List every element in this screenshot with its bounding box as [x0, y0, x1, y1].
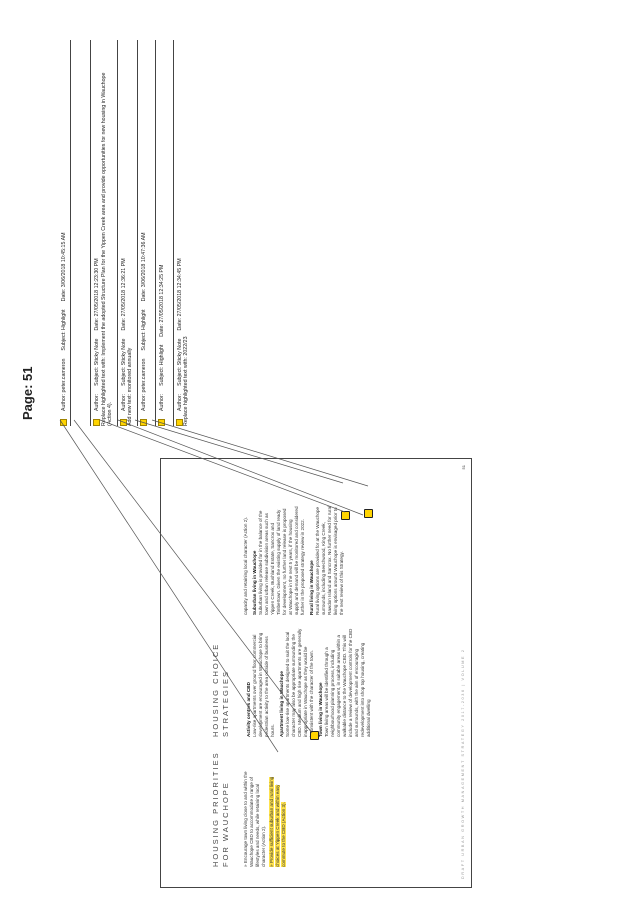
sticky-note-marker-icon [119, 419, 127, 426]
comment-date: Date: 27/05/2018 12:34:25 PM [158, 264, 165, 337]
document-footer: DRAFT URBAN GROWTH MANAGEMENT STRATEGY 2… [461, 648, 465, 879]
highlighted-text: » Provide sufficient suburban and rural … [269, 776, 286, 867]
strategies-column-1: Activity centres and CBD Low-rise apartm… [243, 627, 374, 737]
highlight-marker-icon [60, 419, 67, 426]
document-page: HOUSING PRIORITIES FOR WAUCHOPE HOUSING … [160, 458, 472, 888]
page-title: Page: 51 [20, 366, 35, 420]
paragraph: capacity and retaining local character (… [243, 516, 248, 615]
comment-date: Date: 27/05/2018 12:23:30 PM [94, 258, 101, 331]
comment-row[interactable] [71, 40, 92, 426]
comment-note: Replace highlighted text with: 2022/23 [183, 336, 190, 426]
document-page-content: HOUSING PRIORITIES FOR WAUCHOPE HOUSING … [161, 459, 471, 887]
highlight-marker-icon [157, 419, 165, 426]
comment-author: Author: [158, 393, 165, 411]
strategies-column-2: capacity and retaining local character (… [243, 505, 347, 615]
comment-row[interactable]: Author: Subject: Sticky Note Date: 27/05/2… [117, 40, 138, 426]
comment-note: Add new text: monitored annually [127, 347, 134, 426]
paragraph: Town living areas will be identified thr… [324, 628, 371, 737]
comment-subject: Subject: Sticky Note [94, 338, 101, 386]
priority-item: » Encourage town living close to and wit… [243, 771, 266, 867]
comment-date: Date: 3/06/2018 10:47:36 AM [140, 232, 147, 302]
comment-author: Author: [176, 393, 183, 411]
comment-row[interactable]: Author: peter.cameron Subject: Highlight D… [137, 40, 156, 426]
heading-housing-choice: HOUSING CHOICE STRATEGIES [211, 642, 230, 737]
heading-housing-priorities: HOUSING PRIORITIES FOR WAUCHOPE [211, 751, 230, 867]
comment-subject: Subject: Sticky Note [120, 338, 127, 386]
document-page-number: 51 [461, 465, 466, 470]
priorities-column: » Encourage town living close to and wit… [243, 767, 289, 867]
comment-author: Author: peter.cameron [140, 358, 147, 411]
comment-subject: Subject: Highlight [158, 344, 165, 386]
comment-subject: Subject: Highlight [60, 309, 67, 351]
highlight-marker-icon [139, 419, 147, 426]
comment-row[interactable]: Author: peter.cameron Subject: Highlight D… [58, 40, 72, 426]
sticky-note-icon[interactable] [310, 731, 319, 740]
sticky-note-marker-icon [93, 419, 101, 426]
comment-author: Author: peter.cameron [60, 358, 67, 411]
comment-row[interactable]: Author: Subject: Sticky Note Date: 27/05/2… [91, 40, 118, 426]
comment-author: Author: [120, 393, 127, 411]
paragraph: Suburban living is provided for in the b… [258, 506, 305, 615]
comment-subject: Subject: Highlight [140, 309, 147, 351]
priority-item-highlighted[interactable]: » Provide sufficient suburban and rural … [269, 767, 287, 867]
sticky-note-icon[interactable] [364, 509, 373, 518]
paragraph: Rural living options are provided for at… [315, 505, 344, 615]
sticky-note-icon[interactable] [341, 511, 350, 520]
comment-row[interactable]: Author: Subject: Highlight Date: 27/05/201… [155, 40, 174, 426]
comment-note: Replace highlighted text with: Implement… [100, 72, 114, 426]
comment-row[interactable]: Author: Subject: Sticky Note Date: 27/05/2… [174, 40, 193, 426]
comment-date: Date: 3/06/2018 10:45:15 AM [60, 232, 67, 302]
paragraph: Some low-rise apartments designed to sui… [285, 628, 314, 737]
comment-author: Author: [94, 393, 101, 411]
comment-date: Date: 27/05/2018 12:36:21 PM [120, 258, 127, 331]
comment-subject: Subject: Sticky Note [176, 338, 183, 386]
sticky-note-marker-icon [175, 419, 183, 426]
paragraph: Low-rise apartments over ground floor co… [252, 632, 275, 737]
comment-list: Author: peter.cameron Subject: Highlight D… [58, 40, 558, 426]
comment-date: Date: 27/05/2018 12:34:45 PM [176, 258, 183, 331]
